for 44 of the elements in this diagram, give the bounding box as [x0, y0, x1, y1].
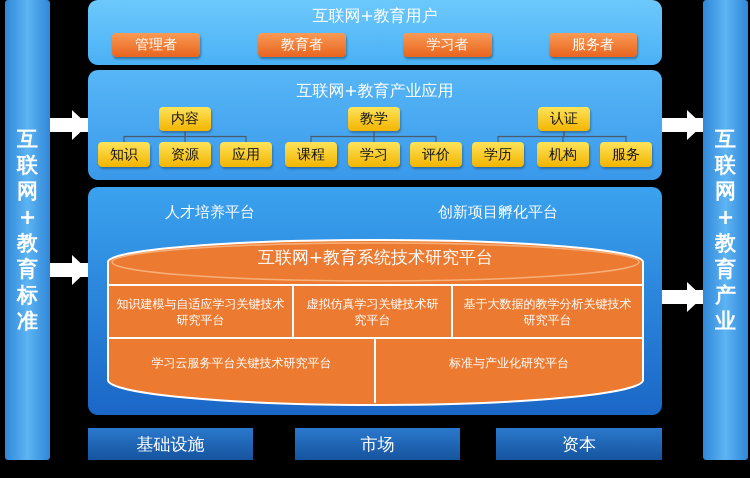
category-box: 机构 — [537, 142, 589, 167]
role-box: 教育者 — [258, 33, 346, 57]
role-box: 管理者 — [112, 33, 200, 57]
category-box: 评价 — [410, 142, 462, 167]
platform-label: 基于大数据的教学分析关键技术研究平台 — [452, 285, 643, 338]
category-box: 课程 — [285, 142, 337, 167]
cylinder — [108, 240, 643, 405]
layer-panel — [88, 187, 662, 415]
category-box: 学历 — [472, 142, 524, 167]
panel-title: 人才培养平台 — [165, 203, 255, 222]
foundation-box: 市场 — [295, 428, 460, 460]
category-box: 应用 — [220, 142, 272, 167]
foundation-box: 资本 — [496, 428, 662, 460]
side-band — [703, 0, 748, 460]
category-box: 学习 — [348, 142, 400, 167]
band-title: 互联网+教育标准 — [16, 126, 39, 334]
side-band — [5, 0, 50, 460]
category-box: 知识 — [98, 142, 150, 167]
platform-label: 知识建模与自适应学习关键技术研究平台 — [108, 285, 293, 338]
platform-label: 学习云服务平台关键技术研究平台 — [108, 338, 375, 388]
block-arrow — [662, 110, 703, 140]
cylinder-title: 互联网+教育系统技术研究平台 — [256, 247, 494, 269]
category-box: 教学 — [348, 107, 400, 131]
panel-title: 互联网+教育用户 — [311, 6, 439, 27]
panel-title: 互联网+教育产业应用 — [295, 81, 455, 102]
tree-connector — [373, 131, 437, 142]
layer-panel — [88, 70, 662, 180]
category-box: 资源 — [159, 142, 211, 167]
block-arrow — [662, 282, 703, 312]
category-box: 认证 — [538, 107, 590, 131]
platform-label: 标准与产业化研究平台 — [375, 338, 643, 388]
role-box: 学习者 — [403, 33, 492, 57]
panel-title: 创新项目孵化平台 — [438, 203, 558, 222]
layer-panel — [88, 0, 662, 65]
band-title: 互联网+教育产业 — [714, 126, 737, 334]
category-box: 内容 — [159, 107, 211, 131]
role-box: 服务者 — [549, 33, 637, 57]
block-arrow — [50, 255, 88, 285]
tree-connector — [563, 131, 627, 142]
category-box: 服务 — [600, 142, 652, 167]
tree-connector — [184, 131, 247, 142]
block-arrow — [50, 110, 88, 140]
foundation-box: 基础设施 — [88, 428, 253, 460]
platform-label: 虚拟仿真学习关键技术研究平台 — [293, 285, 452, 338]
